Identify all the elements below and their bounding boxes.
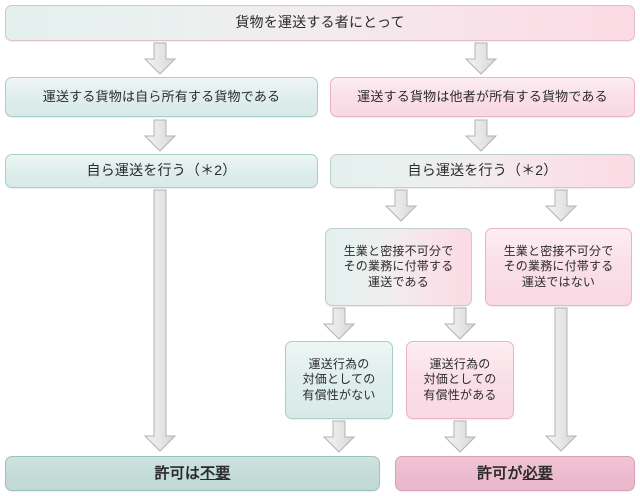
result-required: 許可が必要 (395, 456, 635, 491)
result-required-emphasis: 必要 (522, 464, 553, 482)
node-root-label: 貨物を運送する者にとって (235, 14, 405, 31)
arrow-no-consideration-to-result (322, 420, 356, 454)
result-not-required-prefix: 許可は (154, 464, 201, 482)
result-required-prefix: 許可が (476, 464, 523, 482)
node-no-consideration-label: 運送行為の 対価としての 有償性がない (302, 356, 376, 402)
node-own-cargo: 運送する貨物は自ら所有する貨物である (5, 77, 318, 117)
node-root: 貨物を運送する者にとって (5, 5, 635, 41)
node-has-consideration-label: 運送行為の 対価としての 有償性がある (423, 356, 497, 402)
node-self-transport-left-label: 自ら運送を行う（＊2） (86, 162, 237, 179)
node-ancillary-yes: 生業と密接不可分で その業務に付帯する 運送である (325, 228, 472, 306)
arrow-ancillary-no-to-result-required (544, 307, 578, 453)
node-ancillary-no: 生業と密接不可分で その業務に付帯する 運送ではない (485, 228, 632, 306)
node-own-cargo-label: 運送する貨物は自ら所有する貨物である (42, 88, 281, 104)
node-ancillary-no-label: 生業と密接不可分で その業務に付帯する 運送ではない (503, 243, 614, 289)
node-other-cargo: 運送する貨物は他者が所有する貨物である (330, 77, 635, 117)
arrow-self-left-to-result (143, 189, 177, 453)
result-not-required-emphasis: 不要 (200, 464, 231, 482)
node-no-consideration: 運送行為の 対価としての 有償性がない (285, 341, 393, 419)
arrow-ancillary-yes-to-no-consideration (322, 307, 356, 341)
arrow-self-right-to-ancillary-yes (384, 189, 418, 223)
node-other-cargo-label: 運送する貨物は他者が所有する貨物である (357, 88, 608, 104)
arrow-has-consideration-to-result (443, 420, 477, 454)
node-self-transport-left: 自ら運送を行う（＊2） (5, 154, 318, 188)
arrow-ancillary-yes-to-has-consideration (443, 307, 477, 341)
arrow-own-cargo-to-self-left (143, 119, 177, 153)
arrow-root-to-own-cargo (143, 42, 177, 76)
arrow-self-right-to-ancillary-no (544, 189, 578, 223)
arrow-root-to-other-cargo (464, 42, 498, 76)
node-ancillary-yes-label: 生業と密接不可分で その業務に付帯する 運送である (343, 243, 454, 289)
node-self-transport-right: 自ら運送を行う（＊2） (330, 154, 635, 188)
node-has-consideration: 運送行為の 対価としての 有償性がある (406, 341, 514, 419)
node-self-transport-right-label: 自ら運送を行う（＊2） (407, 162, 558, 179)
result-not-required: 許可は不要 (5, 456, 380, 491)
arrow-other-cargo-to-self-right (464, 119, 498, 153)
